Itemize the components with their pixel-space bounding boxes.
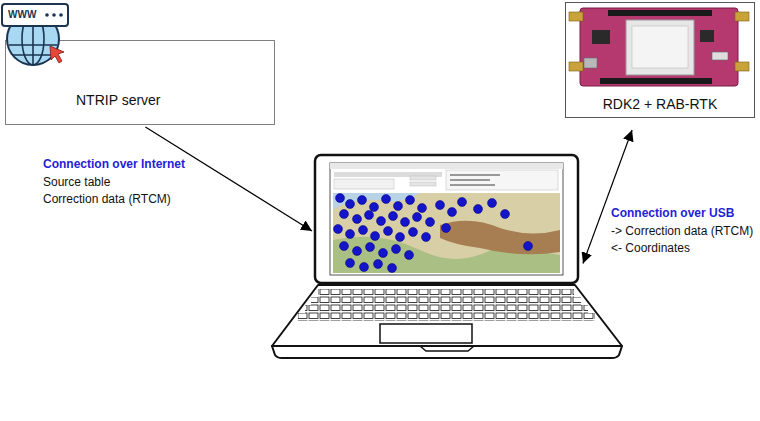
connection-arrow	[145, 127, 312, 231]
station-dot	[413, 213, 422, 222]
key-row	[318, 289, 574, 297]
station-dot	[353, 247, 362, 256]
ui-field	[410, 176, 436, 180]
station-dot	[340, 242, 349, 251]
key-row	[305, 305, 588, 313]
map-lowland	[333, 237, 560, 273]
station-dot	[426, 218, 435, 227]
station-dot	[365, 211, 374, 220]
ui-field	[410, 182, 436, 186]
station-dot	[346, 259, 355, 268]
laptop-node	[315, 153, 580, 283]
station-dot	[382, 195, 391, 204]
station-dot	[360, 263, 369, 272]
station-dot	[371, 232, 380, 241]
laptop-screen	[330, 163, 563, 275]
station-dot	[409, 228, 418, 237]
laptop-picture	[272, 155, 622, 358]
pcb	[580, 8, 738, 86]
station-dot	[353, 215, 362, 224]
pin-header	[600, 78, 712, 84]
window-titlebar	[330, 163, 563, 169]
pin-header	[608, 10, 712, 16]
station-dot	[474, 205, 483, 214]
laptop-base	[272, 285, 622, 346]
station-dot	[394, 202, 403, 211]
station-dot	[406, 196, 415, 205]
station-dot	[379, 249, 388, 258]
laptop-notch	[420, 346, 474, 351]
chip	[592, 30, 610, 44]
gnss-module	[626, 20, 694, 75]
station-dot	[334, 225, 343, 234]
station-dot	[501, 210, 510, 219]
station-dot	[388, 264, 397, 273]
station-dot	[370, 203, 379, 212]
node-text: NTRIP server	[76, 92, 161, 108]
browser-bar	[2, 4, 68, 26]
station-dot	[377, 217, 386, 226]
switch	[712, 52, 728, 60]
station-dot	[405, 251, 414, 260]
sma-connector	[569, 12, 583, 21]
node-text: RDK2 + RAB-RTK	[603, 96, 718, 112]
ui-line	[450, 179, 490, 181]
station-dot	[442, 224, 451, 233]
connection-note: Correction data (RTCM)	[42, 192, 172, 207]
station-dot	[396, 233, 405, 242]
station-dot	[366, 243, 375, 252]
laptop-lid	[315, 155, 578, 283]
key-row	[298, 313, 595, 321]
station-dots	[334, 194, 533, 273]
sma-connector	[735, 62, 749, 71]
map-mountains	[440, 221, 560, 255]
sma-connector	[569, 62, 583, 71]
station-dot	[524, 242, 533, 251]
mouse-cursor	[50, 46, 64, 63]
bar-dot	[52, 13, 56, 17]
station-dot	[448, 208, 457, 217]
touchpad	[380, 324, 472, 343]
connection-note: <- Coordinates	[610, 241, 691, 256]
chip	[700, 30, 714, 42]
key-row	[311, 297, 581, 305]
station-dot	[401, 218, 410, 227]
device-box: RDK2 + RAB-RTK	[565, 2, 755, 118]
ui-panel	[334, 179, 394, 189]
connection-note: -> Correction data (RTCM)	[610, 224, 754, 239]
map-ground	[333, 193, 560, 273]
station-dot	[458, 198, 467, 207]
ui-line	[450, 184, 495, 186]
station-dot	[422, 233, 431, 242]
station-dot	[358, 196, 367, 205]
station-dot	[384, 227, 393, 236]
connection-note: Source table	[42, 175, 111, 190]
station-dot	[340, 210, 349, 219]
usb-connector	[584, 58, 597, 68]
ui-panel	[446, 170, 558, 190]
bar-dot	[59, 13, 63, 17]
station-dot	[346, 230, 355, 239]
station-dot	[374, 260, 383, 269]
station-dot	[336, 194, 345, 203]
connection-heading: Connection over Internet	[42, 157, 186, 172]
icon-text: WWW	[7, 9, 37, 21]
connection-heading: Connection over USB	[610, 206, 735, 221]
globe-parallel	[13, 54, 53, 56]
bar-dot	[45, 13, 49, 17]
station-dot	[436, 201, 445, 210]
sma-connector	[735, 12, 749, 21]
ui-line	[450, 174, 500, 176]
module-sticker	[632, 26, 688, 68]
station-dot	[346, 200, 355, 209]
laptop-front-edge	[272, 346, 622, 358]
station-dot	[488, 199, 497, 208]
station-dot	[389, 212, 398, 221]
station-dot	[392, 245, 401, 254]
station-dot	[418, 204, 427, 213]
station-dot	[359, 226, 368, 235]
board-picture	[569, 8, 749, 86]
